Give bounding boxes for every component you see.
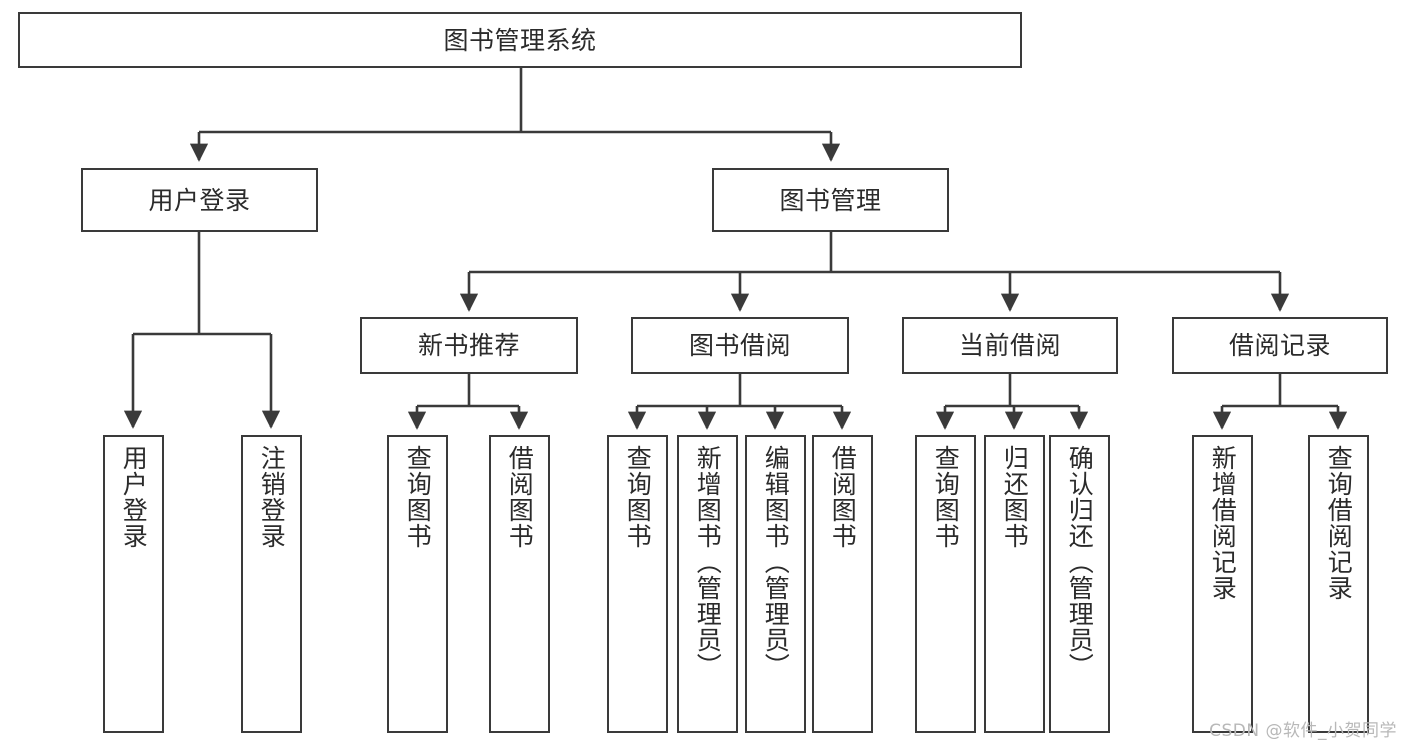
node-root-system[interactable]: 图书管理系统: [18, 12, 1022, 68]
node-leaf-confirm-return[interactable]: 确认归还（管理员）: [1049, 435, 1110, 733]
node-current-borrow[interactable]: 当前借阅: [902, 317, 1118, 374]
node-label: 当前借阅: [958, 331, 1061, 360]
node-leaf-edit-book[interactable]: 编辑图书（管理员）: [745, 435, 806, 733]
node-new-book-recommend[interactable]: 新书推荐: [360, 317, 578, 374]
node-book-manage[interactable]: 图书管理: [712, 168, 949, 232]
node-label: 图书管理系统: [443, 25, 597, 55]
node-leaf-logout-login[interactable]: 注销登录: [241, 435, 302, 733]
node-label: 用户登录: [148, 185, 251, 215]
node-label: 查询借阅记录: [1324, 445, 1354, 601]
node-label: 借阅记录: [1228, 331, 1331, 360]
node-leaf-return-book[interactable]: 归还图书: [984, 435, 1045, 733]
node-label: 借阅图书: [505, 445, 535, 549]
node-label: 图书管理: [779, 185, 882, 215]
node-label: 用户登录: [119, 445, 149, 549]
node-label: 借阅图书: [828, 445, 858, 549]
node-leaf-query-book-2[interactable]: 查询图书: [607, 435, 668, 733]
node-leaf-user-login[interactable]: 用户登录: [103, 435, 164, 733]
node-label: 新增图书（管理员）: [693, 445, 723, 679]
node-label: 查询图书: [403, 445, 433, 549]
node-leaf-query-book-1[interactable]: 查询图书: [387, 435, 448, 733]
node-leaf-query-record[interactable]: 查询借阅记录: [1308, 435, 1369, 733]
node-label: 新增借阅记录: [1208, 445, 1238, 601]
node-label: 新书推荐: [417, 331, 520, 360]
node-label: 查询图书: [931, 445, 961, 549]
node-leaf-borrow-book-1[interactable]: 借阅图书: [489, 435, 550, 733]
node-label: 查询图书: [623, 445, 653, 549]
node-label: 编辑图书（管理员）: [761, 445, 791, 679]
node-label: 图书借阅: [688, 331, 791, 360]
node-leaf-query-book-3[interactable]: 查询图书: [915, 435, 976, 733]
node-book-borrow[interactable]: 图书借阅: [631, 317, 849, 374]
node-label: 确认归还（管理员）: [1065, 445, 1095, 679]
node-label: 注销登录: [257, 445, 287, 549]
watermark-text: CSDN @软件_小贺同学: [1209, 721, 1397, 741]
node-leaf-add-record[interactable]: 新增借阅记录: [1192, 435, 1253, 733]
node-leaf-add-book[interactable]: 新增图书（管理员）: [677, 435, 738, 733]
node-borrow-record[interactable]: 借阅记录: [1172, 317, 1388, 374]
node-leaf-borrow-book-2[interactable]: 借阅图书: [812, 435, 873, 733]
node-user-login[interactable]: 用户登录: [81, 168, 318, 232]
node-label: 归还图书: [1000, 445, 1030, 549]
